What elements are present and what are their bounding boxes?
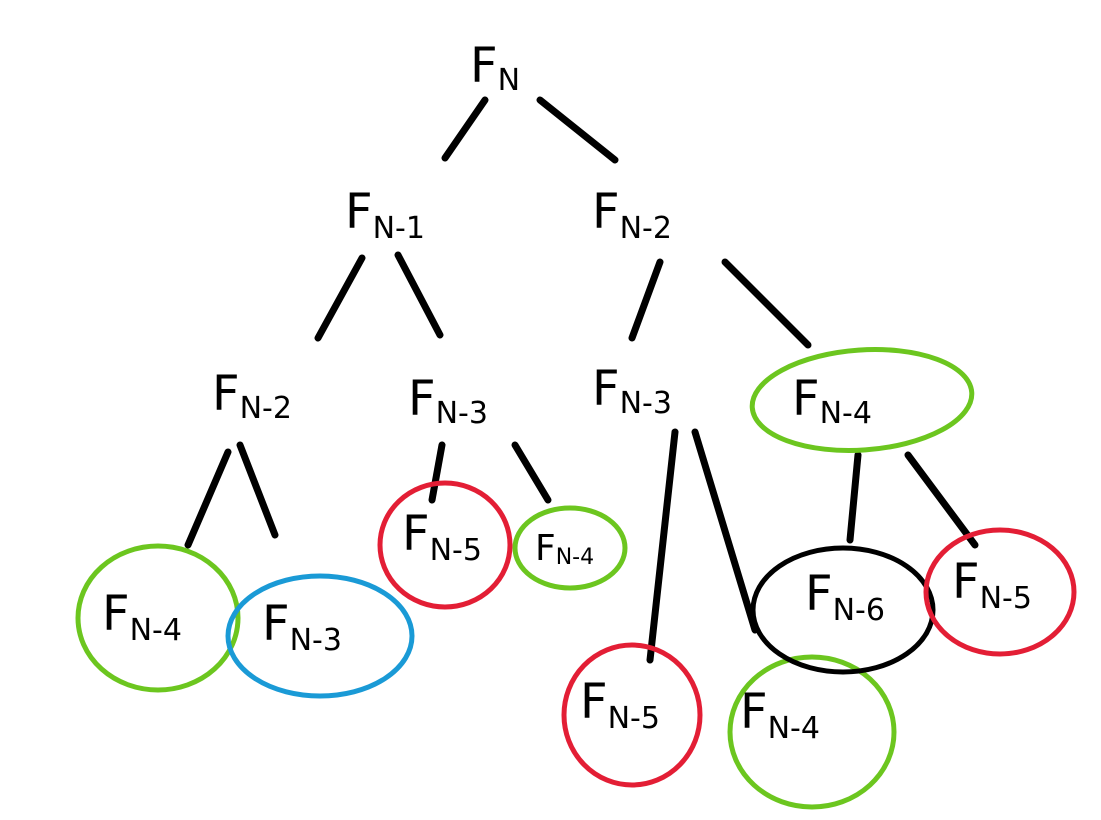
node-sub: N-3: [620, 386, 672, 421]
node-main: F: [952, 554, 980, 610]
node-main: F: [792, 371, 820, 427]
circle-red-leaf-1: [377, 480, 513, 610]
circle-green-leaf-3: [727, 654, 897, 810]
node-main: F: [102, 586, 130, 642]
node-sub: N: [498, 63, 520, 98]
node-level3-1: FN-3: [262, 596, 342, 658]
node-level3-2: FN-5: [402, 506, 482, 568]
edge-n1-left: [314, 254, 366, 342]
circle-green-leaf-2: [512, 505, 628, 591]
circle-red-leaf-3: [923, 527, 1077, 657]
node-main: F: [345, 184, 373, 240]
node-level3-0: FN-4: [102, 586, 182, 648]
node-sub: N-5: [608, 701, 660, 736]
edge-b-left: [428, 441, 446, 504]
circle-green-level2: [749, 347, 975, 453]
node-level1-right: FN-2: [592, 184, 672, 246]
node-level1-left: FN-1: [345, 184, 425, 246]
memo-circles: [75, 347, 1077, 810]
node-sub: N-1: [373, 211, 425, 246]
node-main: F: [262, 596, 290, 652]
edge-n2-left: [628, 258, 664, 342]
edge-n2-right: [721, 258, 812, 349]
edge-b-right: [511, 441, 552, 504]
edge-a-left: [184, 448, 232, 549]
node-main: F: [740, 684, 768, 740]
node-level2-1: FN-3: [408, 371, 488, 431]
node-level3-7: FN-5: [952, 554, 1032, 616]
node-root: FN: [470, 38, 520, 98]
edge-n1-right: [394, 251, 444, 339]
node-level3-3: FN-4: [535, 528, 594, 570]
node-main: F: [592, 361, 620, 417]
node-level2-0: FN-2: [212, 366, 292, 426]
node-main: F: [580, 674, 608, 730]
edge-a-right: [236, 441, 279, 539]
node-level2-2: FN-3: [592, 361, 672, 421]
node-main: F: [402, 506, 430, 562]
node-main: F: [408, 371, 436, 427]
node-sub: N-2: [240, 391, 292, 426]
node-main: F: [805, 566, 833, 622]
node-sub: N-4: [768, 711, 820, 746]
node-sub: N-4: [820, 396, 872, 431]
node-sub: N-5: [430, 533, 482, 568]
edge-c-right: [691, 428, 759, 634]
node-level2-3: FN-4: [792, 371, 872, 431]
node-main: F: [470, 38, 498, 94]
node-level3-4: FN-5: [580, 674, 660, 736]
circle-black-leaf: [750, 545, 936, 675]
node-sub: N-5: [980, 581, 1032, 616]
circle-blue-leaf: [225, 573, 415, 699]
node-main: F: [592, 184, 620, 240]
node-sub: N-4: [556, 545, 594, 570]
node-sub: N-3: [436, 396, 488, 431]
node-main: F: [535, 528, 556, 569]
circle-green-leaf-1: [75, 543, 241, 693]
node-level3-6: FN-6: [805, 566, 885, 628]
node-sub: N-4: [130, 613, 182, 648]
node-labels: FN FN-1 FN-2 FN-2 FN-3 FN-3 FN-4 FN-4 FN…: [102, 38, 1032, 746]
tree-edges: [184, 96, 979, 664]
circle-red-leaf-2: [561, 642, 703, 788]
node-sub: N-6: [833, 593, 885, 628]
node-sub: N-2: [620, 211, 672, 246]
node-level3-5: FN-4: [740, 684, 820, 746]
edge-c-left: [646, 428, 679, 664]
edge-d-left: [846, 451, 862, 544]
edge-d-right: [904, 451, 979, 549]
node-sub: N-3: [290, 623, 342, 658]
edge-root-right: [536, 96, 619, 164]
node-main: F: [212, 366, 240, 422]
edge-root-left: [441, 96, 489, 162]
